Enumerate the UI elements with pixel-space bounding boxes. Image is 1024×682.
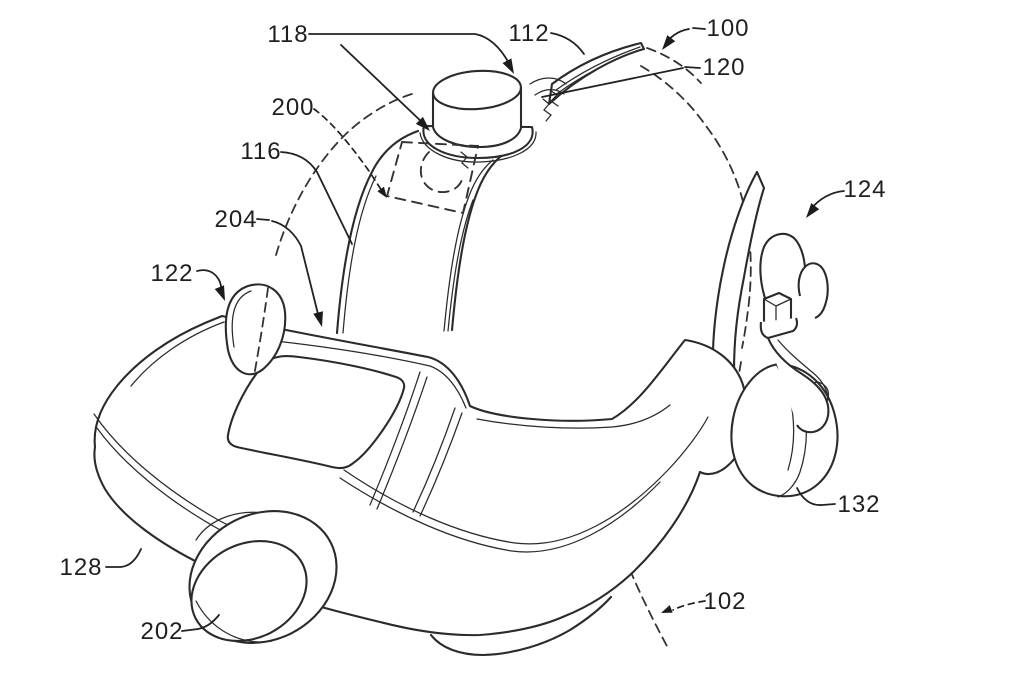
ref-label-120: 120 [702, 54, 746, 81]
ref-label-116: 116 [240, 138, 282, 165]
ref-label-200: 200 [271, 94, 315, 121]
rear-band-arm [711, 170, 766, 374]
leader-118 [308, 33, 514, 131]
ref-label-122: 122 [150, 260, 194, 287]
ref-label-202: 202 [140, 618, 184, 645]
leader-200 [313, 108, 387, 198]
ref-label-132: 132 [837, 491, 881, 518]
leader-128 [105, 548, 142, 568]
leader-204 [256, 218, 323, 327]
ref-label-118: 118 [267, 21, 309, 48]
leader-112 [550, 32, 585, 55]
ref-label-100: 100 [706, 15, 750, 42]
pivot-clamp [759, 232, 830, 434]
hidden-component-200 [385, 141, 480, 215]
leader-116 [280, 151, 353, 245]
top-strap [547, 41, 646, 106]
headband [335, 129, 520, 335]
ref-label-124: 124 [843, 176, 887, 203]
leader-102 [661, 600, 706, 613]
ref-label-112: 112 [508, 20, 550, 47]
adjustment-knob [419, 69, 567, 163]
ref-label-128: 128 [59, 554, 103, 581]
leader-132 [796, 487, 836, 506]
leader-122 [196, 269, 225, 301]
leader-202 [181, 614, 220, 632]
leader-120 [541, 66, 701, 98]
leader-124 [806, 190, 845, 218]
ref-label-204: 204 [214, 206, 258, 233]
ref-label-102: 102 [703, 588, 747, 615]
leader-100 [662, 27, 706, 50]
front-knob [188, 510, 338, 644]
